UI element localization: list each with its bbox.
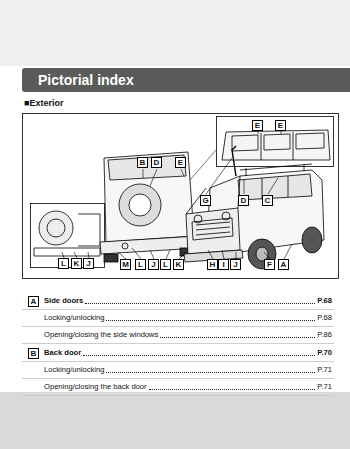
callout-box: I (218, 259, 229, 270)
callout-letter: E (278, 121, 283, 130)
page-ref: P.86 (317, 330, 332, 340)
index-entry: Locking/unlocking (44, 313, 104, 323)
callout-letter: K (74, 259, 80, 268)
callout-box: L (135, 259, 146, 270)
dot-leader (160, 337, 315, 338)
section-heading: ■Exterior (24, 97, 63, 109)
index-entry: Locking/unlocking (44, 365, 104, 375)
dot-leader (83, 355, 315, 356)
callout-letter: H (210, 260, 216, 269)
callout-letter: D (241, 196, 247, 205)
callout-box: E (252, 120, 263, 131)
row-rule (22, 378, 334, 379)
dot-leader (85, 303, 315, 304)
callout-box: F (264, 259, 275, 270)
dot-leader (106, 320, 315, 321)
dot-leader (149, 389, 316, 390)
callout-letter: J (151, 260, 155, 269)
callout-box: H (207, 259, 218, 270)
callout-box: L (58, 258, 69, 269)
callout-box: G (200, 195, 211, 206)
callout-letter: E (178, 158, 183, 167)
callout-letter: L (61, 259, 66, 268)
callout-letter: J (233, 260, 237, 269)
callout-box: K (71, 258, 82, 269)
callout-letter: I (222, 260, 224, 269)
page-ref: P.70 (317, 348, 332, 358)
index-row: Opening/closing the side windows P.86 (44, 330, 332, 340)
page-title: Pictorial index (38, 71, 134, 89)
callout-letter: J (86, 259, 90, 268)
dot-leader (106, 372, 315, 373)
index-entry: Opening/closing the side windows (44, 330, 158, 340)
callout-letter: D (154, 158, 160, 167)
callout-box: J (148, 259, 159, 270)
callout-box: B (28, 348, 39, 359)
page-top (0, 0, 350, 66)
callout-letter: A (31, 297, 37, 306)
page-ref: P.68 (317, 296, 332, 306)
callout-letter: L (163, 260, 168, 269)
row-rule (22, 395, 334, 396)
page-ref: P.68 (317, 313, 332, 323)
callout-box: M (120, 259, 131, 270)
callout-box: A (278, 259, 289, 270)
callout-letter: C (265, 196, 271, 205)
callout-box: E (175, 157, 186, 168)
index-entry: Opening/closing the back door (44, 382, 147, 392)
index-row: Opening/closing the back door P.71 (44, 382, 332, 392)
callout-box: K (173, 259, 184, 270)
page-ref: P.71 (317, 365, 332, 375)
callout-letter: F (267, 260, 272, 269)
index-row: Locking/unlocking P.71 (44, 365, 332, 375)
callout-letter: A (281, 260, 287, 269)
callout-letter: L (138, 260, 143, 269)
callout-box: A (28, 296, 39, 307)
callout-box: L (160, 259, 171, 270)
callout-box: J (230, 259, 241, 270)
callout-box: B (137, 157, 148, 168)
index-row: Side doors P.68 (44, 296, 332, 306)
callout-box: E (275, 120, 286, 131)
callout-box: J (83, 258, 94, 269)
page-ref: P.71 (317, 382, 332, 392)
callout-letter: M (122, 260, 129, 269)
row-rule (22, 326, 334, 327)
callout-box: D (238, 195, 249, 206)
row-rule (22, 361, 334, 362)
row-rule (22, 343, 334, 344)
index-row: Locking/unlocking P.68 (44, 313, 332, 323)
callout-letter: G (202, 196, 208, 205)
callout-letter: E (255, 121, 260, 130)
index-entry: Back door (44, 348, 81, 358)
row-rule (22, 309, 334, 310)
callout-box: D (151, 157, 162, 168)
callout-letter: K (176, 260, 182, 269)
callout-box: C (262, 195, 273, 206)
index-row: Back door P.70 (44, 348, 332, 358)
callout-letter: B (140, 158, 146, 167)
callout-letter: B (31, 349, 37, 358)
index-entry: Side doors (44, 296, 83, 306)
